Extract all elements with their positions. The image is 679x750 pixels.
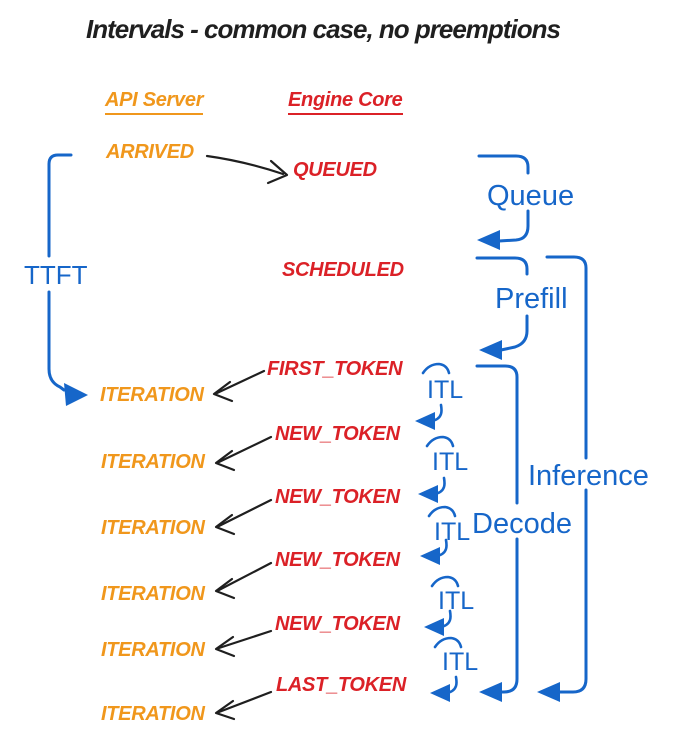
itl-arrowhead-5 <box>430 684 450 702</box>
prefill-bracket-bottom <box>499 314 529 352</box>
ttft-arrowhead <box>64 383 88 406</box>
itl-arrow-tail-5 <box>444 675 458 695</box>
itl-arrow-tail-4 <box>438 609 452 629</box>
itl-arrowhead-4 <box>424 618 444 636</box>
event-scheduled: SCHEDULED <box>282 259 404 281</box>
itl-hook-2 <box>425 435 455 448</box>
itl-arrow-tail-2 <box>432 476 446 496</box>
interval-itl-label-5: ITL <box>442 648 479 676</box>
itl-arrowhead-2 <box>418 485 438 503</box>
interval-itl-label-3: ITL <box>434 518 471 546</box>
itl-hook-5 <box>433 636 463 649</box>
decode-bracket-bottom <box>500 537 519 694</box>
arrow-arrived-to-queued <box>205 154 285 176</box>
event-first-token: FIRST_TOKEN <box>267 358 403 380</box>
arrow-new-token4-to-iteration <box>217 629 273 650</box>
prefill-bracket-top <box>475 256 529 276</box>
itl-bracket-4 <box>424 575 460 636</box>
event-iteration-1: ITERATION <box>100 384 204 406</box>
event-queued: QUEUED <box>293 159 377 181</box>
event-iteration-6: ITERATION <box>101 703 205 725</box>
arrow-new-token3-to-iteration <box>217 561 273 592</box>
itl-hook-3 <box>427 505 457 518</box>
arrow-new-token1-to-iteration-head <box>214 449 236 472</box>
black-arrows <box>205 154 289 721</box>
arrow-new-token3-to-iteration-head <box>214 577 236 600</box>
itl-hook-1 <box>421 362 451 375</box>
queue-bracket-top <box>477 154 530 175</box>
inference-bracket-bottom <box>558 488 588 694</box>
prefill-arrowhead <box>479 340 502 360</box>
arrow-new-token4-to-iteration-head <box>214 635 236 658</box>
event-iteration-5: ITERATION <box>101 639 205 661</box>
diagram-title: Intervals - common case, no preemptions <box>86 14 561 44</box>
prefill-bracket <box>475 256 529 360</box>
interval-prefill-label: Prefill <box>495 283 568 315</box>
arrow-arrived-to-queued-head <box>266 159 289 185</box>
interval-ttft-label: TTFT <box>24 260 88 290</box>
itl-arrow-tail-3 <box>434 538 448 558</box>
itl-bracket-2 <box>418 435 455 503</box>
arrow-new-token2-to-iteration <box>217 498 273 528</box>
queue-bracket <box>477 154 530 250</box>
decode-arrowhead <box>479 682 502 702</box>
event-iteration-2: ITERATION <box>101 451 205 473</box>
itl-hook-4 <box>430 575 460 588</box>
itl-bracket-1 <box>415 362 451 430</box>
queue-arrowhead <box>477 230 500 250</box>
interval-itl-label-4: ITL <box>438 587 475 615</box>
ttft-bracket-bottom <box>47 290 66 392</box>
interval-inference-label: Inference <box>528 460 649 492</box>
arrow-last-token-to-iteration-head <box>214 699 236 721</box>
inference-arrowhead <box>537 682 560 702</box>
interval-itl-label-1: ITL <box>427 376 464 404</box>
interval-queue-label: Queue <box>487 180 575 212</box>
column-header-api-server: API Server <box>105 90 203 115</box>
arrow-last-token-to-iteration <box>217 690 273 714</box>
event-new-token-3: NEW_TOKEN <box>275 549 400 571</box>
ttft-bracket-top <box>47 153 73 258</box>
decode-bracket-top <box>475 364 519 505</box>
itl-arrow-tail-1 <box>429 403 443 423</box>
arrow-first-token-to-iteration-head <box>212 380 234 403</box>
interval-decode-label: Decode <box>472 508 572 540</box>
column-header-engine-core: Engine Core <box>288 90 403 115</box>
itl-arrowhead-3 <box>420 547 440 565</box>
decode-bracket <box>475 364 519 702</box>
itl-arrowhead-1 <box>415 412 435 430</box>
queue-bracket-bottom <box>497 209 530 243</box>
arrow-new-token2-to-iteration-head <box>214 513 236 536</box>
event-new-token-4: NEW_TOKEN <box>275 613 400 635</box>
event-arrived: ARRIVED <box>106 141 194 163</box>
event-iteration-3: ITERATION <box>101 517 205 539</box>
event-new-token-1: NEW_TOKEN <box>275 423 400 445</box>
inference-bracket <box>537 255 588 702</box>
event-new-token-2: NEW_TOKEN <box>275 486 400 508</box>
event-last-token: LAST_TOKEN <box>276 674 406 696</box>
itl-bracket-5 <box>430 636 463 702</box>
interval-itl-label-2: ITL <box>432 448 469 476</box>
itl-bracket-3 <box>420 505 457 565</box>
arrow-new-token1-to-iteration <box>217 435 273 464</box>
ttft-bracket <box>47 153 88 406</box>
inference-bracket-top <box>545 255 588 460</box>
arrow-first-token-to-iteration <box>215 369 266 395</box>
event-iteration-4: ITERATION <box>101 583 205 605</box>
